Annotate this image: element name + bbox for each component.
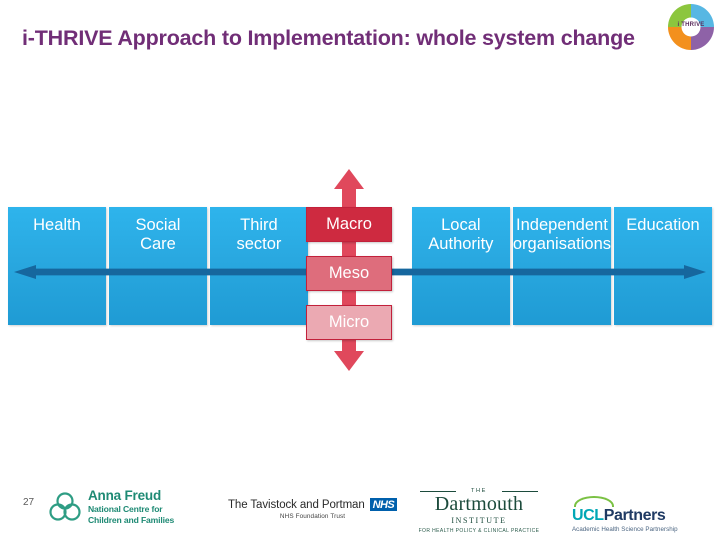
system-levels-stack: Macro Meso Micro [306, 169, 392, 371]
sector-label-line1: Third [240, 216, 278, 234]
ucl-name-a: UCL [572, 507, 604, 524]
sector-box-third-sector: Third sector [209, 207, 308, 325]
ucl-partners-logo: UCLPartners Academic Health Science Part… [572, 496, 678, 533]
sector-box-education: Education [614, 207, 712, 325]
sector-label-line2: sector [236, 235, 282, 253]
sector-label-line1: Independent [516, 216, 608, 234]
ucl-subtitle: Academic Health Science Partnership [572, 526, 678, 533]
anna-freud-subtitle-line1: National Centre for [88, 503, 163, 514]
ithrive-logo: i THRIVE [668, 4, 714, 50]
sector-label-line1: Local [441, 216, 481, 234]
sector-label-line2: Authority [428, 235, 494, 253]
sector-box-local-authority: Local Authority [411, 207, 510, 325]
sector-label-line1: Social [135, 216, 181, 234]
dartmouth-name: Dartmouth [434, 493, 524, 515]
tavistock-subtitle: NHS Foundation Trust [279, 513, 346, 520]
level-box-macro: Macro [306, 207, 392, 242]
anna-freud-subtitle-line2: Children and Families [88, 514, 175, 525]
logo-wordmark: i THRIVE [677, 22, 705, 29]
nhs-badge: NHS [369, 498, 398, 511]
anna-freud-logo: Anna Freud National Centre for Children … [48, 489, 174, 525]
sector-label: Health [33, 216, 81, 234]
slide-number: 27 [23, 497, 35, 508]
ucl-arc-icon [574, 496, 614, 507]
sector-label-line2: Care [140, 235, 176, 253]
dartmouth-institute-logo: THE Dartmouth INSTITUTE FOR HEALTH POLIC… [418, 488, 540, 534]
logo-hub-icon [681, 17, 701, 37]
tavistock-name: The Tavistock and Portman [228, 498, 365, 511]
sector-box-independent-organisations: Independent organisations [512, 207, 611, 325]
tavistock-portman-logo: The Tavistock and Portman NHS NHS Founda… [228, 498, 398, 520]
dartmouth-subtitle: FOR HEALTH POLICY & CLINICAL PRACTICE [418, 528, 540, 534]
sector-box-social-care: Social Care [108, 207, 207, 325]
dartmouth-institute-word: INSTITUTE [451, 516, 507, 525]
sector-label: Education [626, 216, 700, 234]
anna-freud-knot-icon [49, 492, 81, 521]
sector-label-line2: organisations [512, 235, 611, 253]
level-box-micro: Micro [306, 305, 392, 340]
sector-box-health: Health [8, 207, 106, 325]
ucl-name-b: Partners [603, 507, 666, 524]
level-box-meso: Meso [306, 256, 392, 291]
anna-freud-name: Anna Freud [88, 488, 162, 503]
page-title: i-THRIVE Approach to Implementation: who… [22, 26, 635, 50]
whole-system-change-diagram: Health Social Care Third sector Local Au… [0, 160, 720, 380]
dartmouth-the: THE [418, 488, 540, 494]
